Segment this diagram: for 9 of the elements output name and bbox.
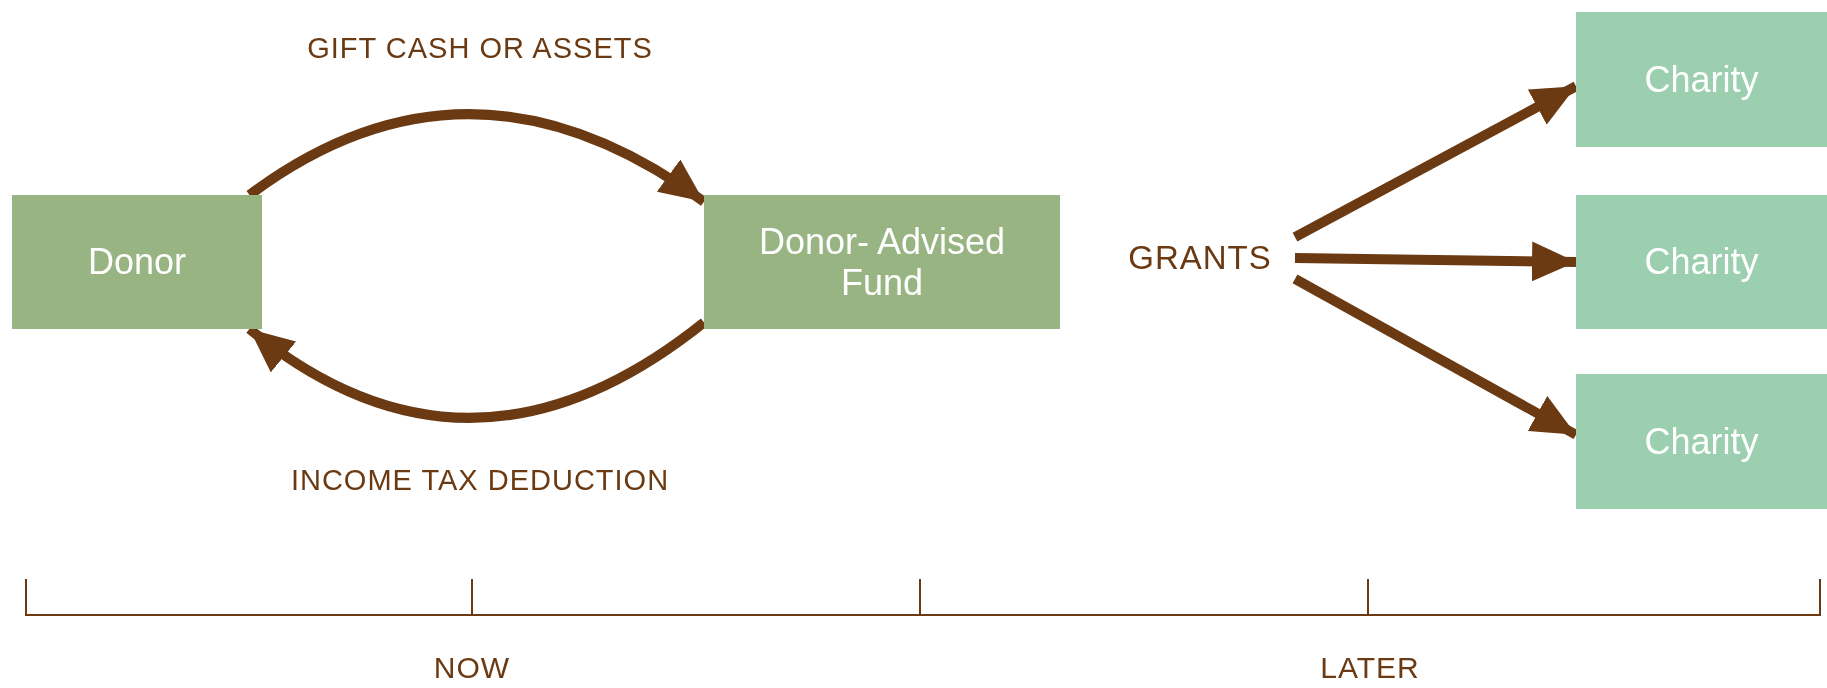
process-box: Donor bbox=[12, 195, 262, 329]
timeline-label: LATER bbox=[1320, 651, 1420, 685]
arrow bbox=[1294, 241, 1577, 282]
charity-box: Charity bbox=[1576, 195, 1827, 329]
charity-box: Charity bbox=[1576, 12, 1827, 147]
process-box: Donor- Advised Fund bbox=[704, 195, 1060, 329]
timeline-label: NOW bbox=[433, 651, 511, 685]
grants-text: GRANTS bbox=[1105, 232, 1295, 284]
charity-box: Charity bbox=[1576, 374, 1827, 509]
